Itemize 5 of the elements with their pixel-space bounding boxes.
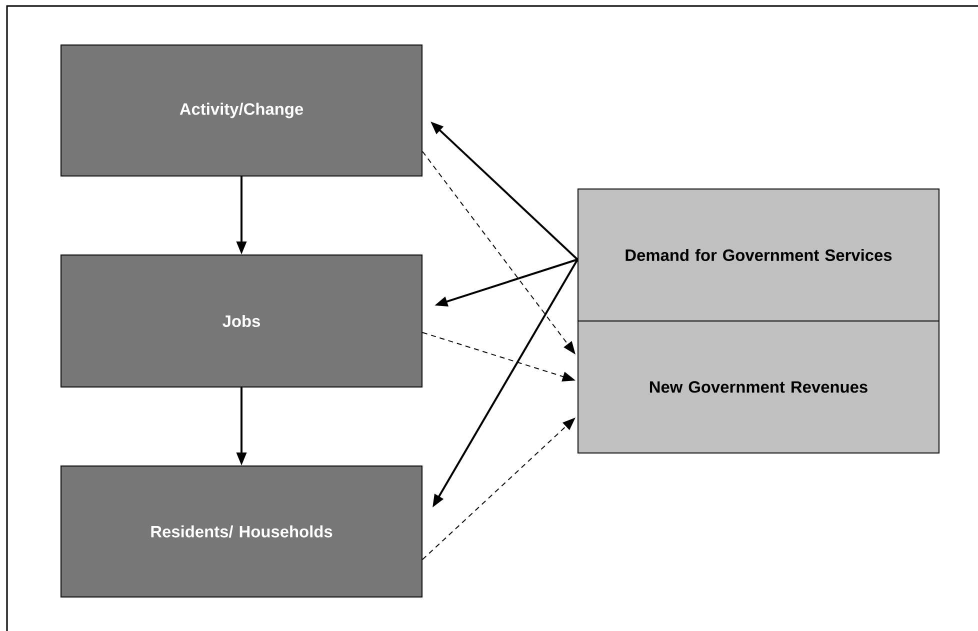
box: Residents/ Households <box>60 466 422 598</box>
box: New Government Revenues <box>578 320 940 454</box>
box: Activity/Change <box>60 44 422 176</box>
box: Jobs <box>60 254 422 388</box>
box: Demand for Government Services <box>578 188 940 322</box>
